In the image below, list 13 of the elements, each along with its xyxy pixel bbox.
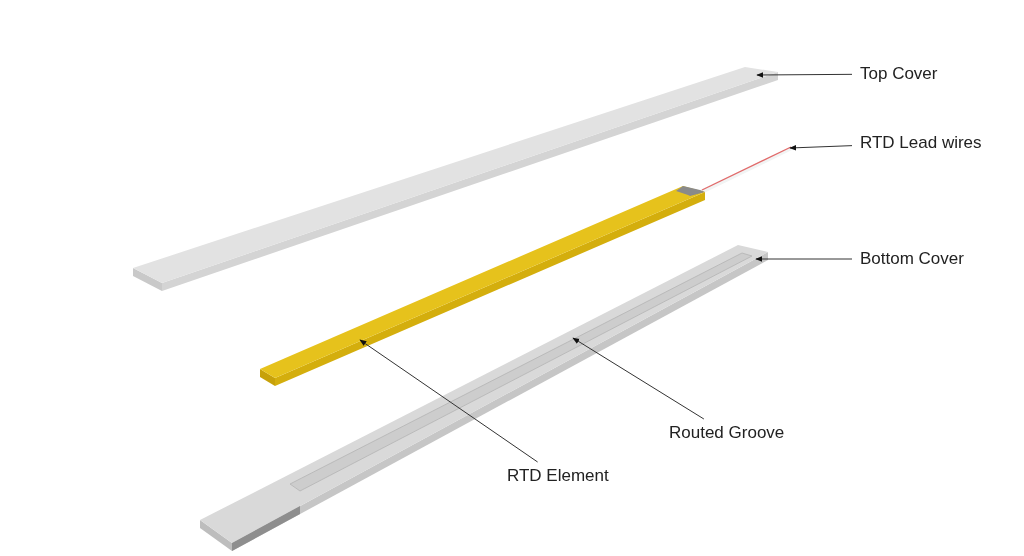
part-label: Top Cover xyxy=(860,64,938,84)
rtd-element-drawing xyxy=(260,186,705,386)
lead-wires-drawing xyxy=(700,146,794,193)
leader-line xyxy=(756,72,853,78)
leader-line xyxy=(789,144,853,151)
leader-line xyxy=(572,337,705,420)
part-label: RTD Element xyxy=(507,466,609,486)
leader-line xyxy=(359,339,539,463)
top-cover-drawing xyxy=(133,67,778,291)
leader-line xyxy=(755,256,853,262)
part-label: Bottom Cover xyxy=(860,249,964,269)
part-label: RTD Lead wires xyxy=(860,133,982,153)
part-label: Routed Groove xyxy=(669,423,785,443)
